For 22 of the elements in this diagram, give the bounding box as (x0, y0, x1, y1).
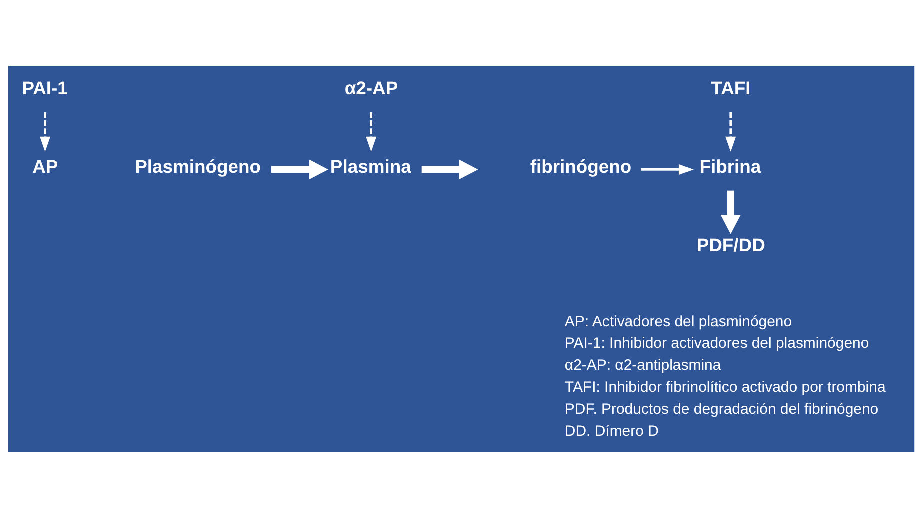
node-text: α2-AP (344, 78, 398, 99)
label: PDF. Productos de degradación del fibrinógeno (564, 400, 879, 418)
arrow (366, 112, 377, 152)
arrow (40, 112, 50, 152)
arrow (726, 112, 736, 152)
node-text: fibrinógeno (530, 156, 632, 177)
node-text: TAFI (711, 78, 751, 99)
label: DD. Dímero D (564, 422, 659, 440)
label: α2-AP: α2-antiplasmina (564, 357, 722, 374)
arrow (271, 160, 328, 180)
node-text: PAI-1 (22, 78, 68, 99)
node-text: Plasminógeno (135, 156, 262, 177)
node-text: PDF/DD (696, 234, 766, 256)
node-text: AP (32, 156, 58, 177)
node-text: Plasmina (330, 156, 412, 177)
label: TAFI: Inhibidor fibrinolítico activado por trombina (564, 378, 886, 396)
label: AP: Activadores del plasminógeno (564, 313, 792, 330)
label: PAI-1: Inhibidor activadores del plasminógeno (564, 335, 870, 352)
arrow (641, 164, 694, 175)
arrow (720, 190, 741, 234)
node-text: Fibrina (700, 156, 762, 177)
arrow (422, 160, 478, 180)
